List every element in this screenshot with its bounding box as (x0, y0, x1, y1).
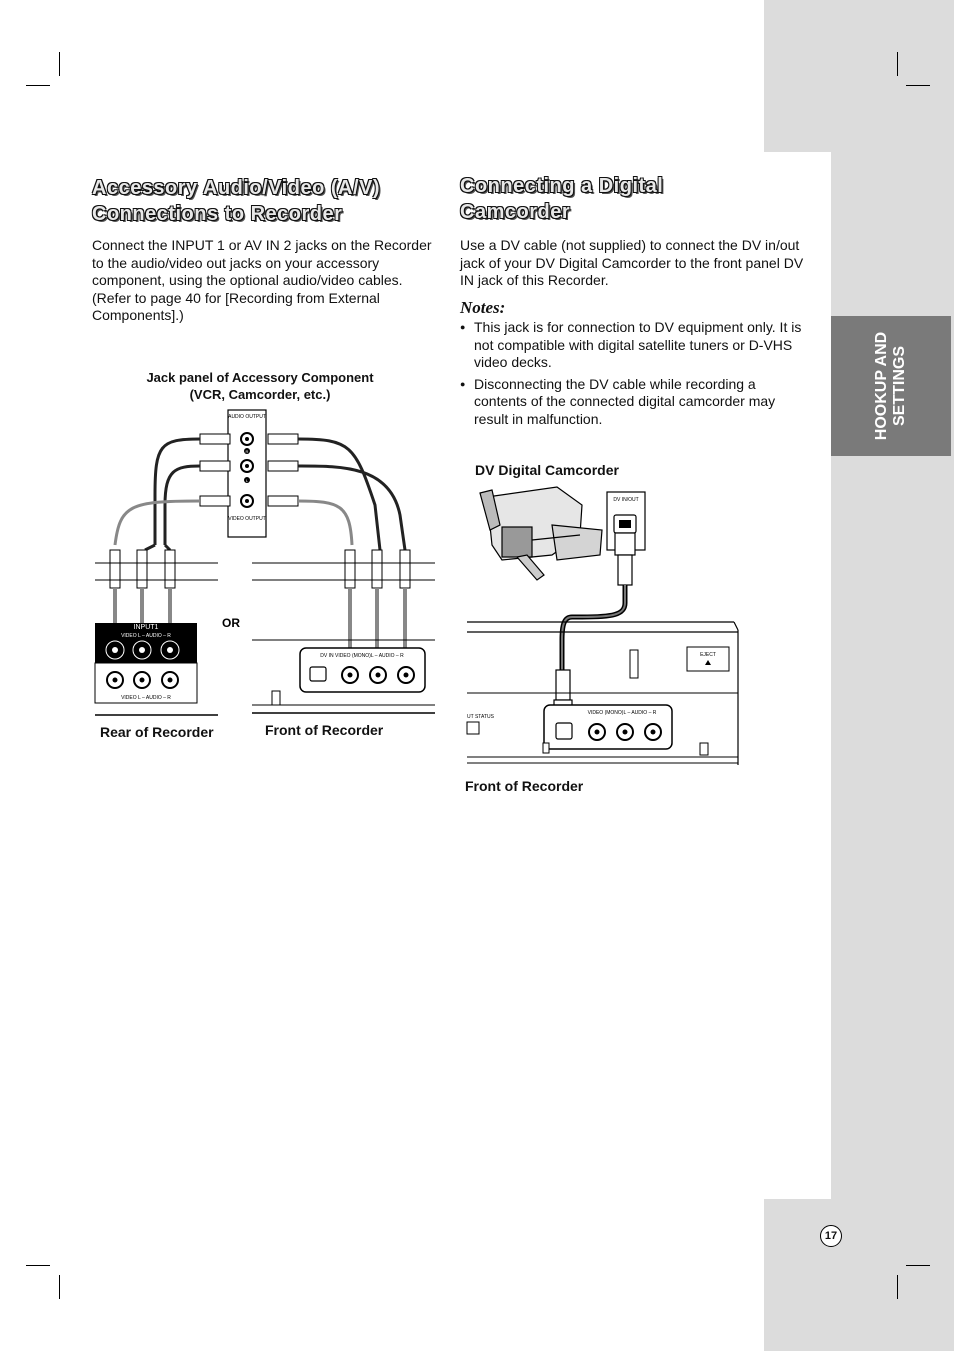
caption-front-of-recorder-right: Front of Recorder (465, 778, 584, 794)
page-number: 17 (820, 1225, 842, 1247)
margin-shade-top (764, 0, 954, 152)
caption-front-of-recorder-left: Front of Recorder (265, 722, 384, 738)
section-tab-label: HOOKUP AND SETTINGS (873, 331, 908, 441)
svg-text:INPUT1: INPUT1 (134, 624, 159, 631)
svg-text:OR: OR (222, 616, 240, 630)
accessory-av-body: Connect the INPUT 1 or AV IN 2 jacks on … (92, 237, 432, 323)
svg-text:VIDEO (MONO)L – AUDIO – R: VIDEO (MONO)L – AUDIO – R (588, 710, 657, 716)
notes-title: Notes: (460, 298, 506, 317)
caption-rear-of-recorder: Rear of Recorder (100, 724, 214, 740)
note-item: Disconnecting the DV cable while recordi… (460, 376, 805, 429)
svg-text:UT STATUS: UT STATUS (467, 714, 495, 720)
digital-camcorder-heading: Connecting a Digital Camcorder (460, 175, 664, 223)
svg-text:R: R (246, 449, 249, 454)
margin-shade-side (831, 152, 954, 1199)
notes-list: This jack is for connection to DV equipm… (460, 319, 805, 432)
accessory-av-heading: Accessory Audio/Video (A/V) Connections … (92, 177, 381, 225)
svg-text:AUDIO OUTPUT: AUDIO OUTPUT (228, 414, 266, 420)
svg-text:DV IN/OUT: DV IN/OUT (613, 497, 638, 503)
accessory-connection-diagram: AUDIO OUTPUT R L VIDEO OUTPUT INPUT1 VID… (94, 409, 435, 716)
svg-text:VIDEO L – AUDIO – R: VIDEO L – AUDIO – R (121, 695, 171, 701)
section-tab: HOOKUP AND SETTINGS (831, 316, 951, 456)
svg-text:L: L (246, 478, 249, 483)
digital-camcorder-body: Use a DV cable (not supplied) to connect… (460, 237, 804, 288)
caption-dv-digital-camcorder: DV Digital Camcorder (475, 462, 619, 478)
svg-text:VIDEO L – AUDIO – R: VIDEO L – AUDIO – R (121, 633, 171, 639)
camcorder-connection-diagram: DV IN/OUT EJECT UT STATUS VIDEO (MONO)L … (466, 486, 739, 765)
svg-text:DV IN VIDEO (MONO)L – AUDIO: DV IN VIDEO (MONO)L – AUDIO – R (320, 653, 404, 659)
margin-shade-bottom (764, 1199, 954, 1351)
accessory-diagram-title: Jack panel of Accessory Component (VCR, … (146, 370, 374, 402)
svg-text:EJECT: EJECT (700, 652, 716, 658)
note-item: This jack is for connection to DV equipm… (460, 319, 805, 372)
svg-text:VIDEO OUTPUT: VIDEO OUTPUT (228, 516, 266, 522)
